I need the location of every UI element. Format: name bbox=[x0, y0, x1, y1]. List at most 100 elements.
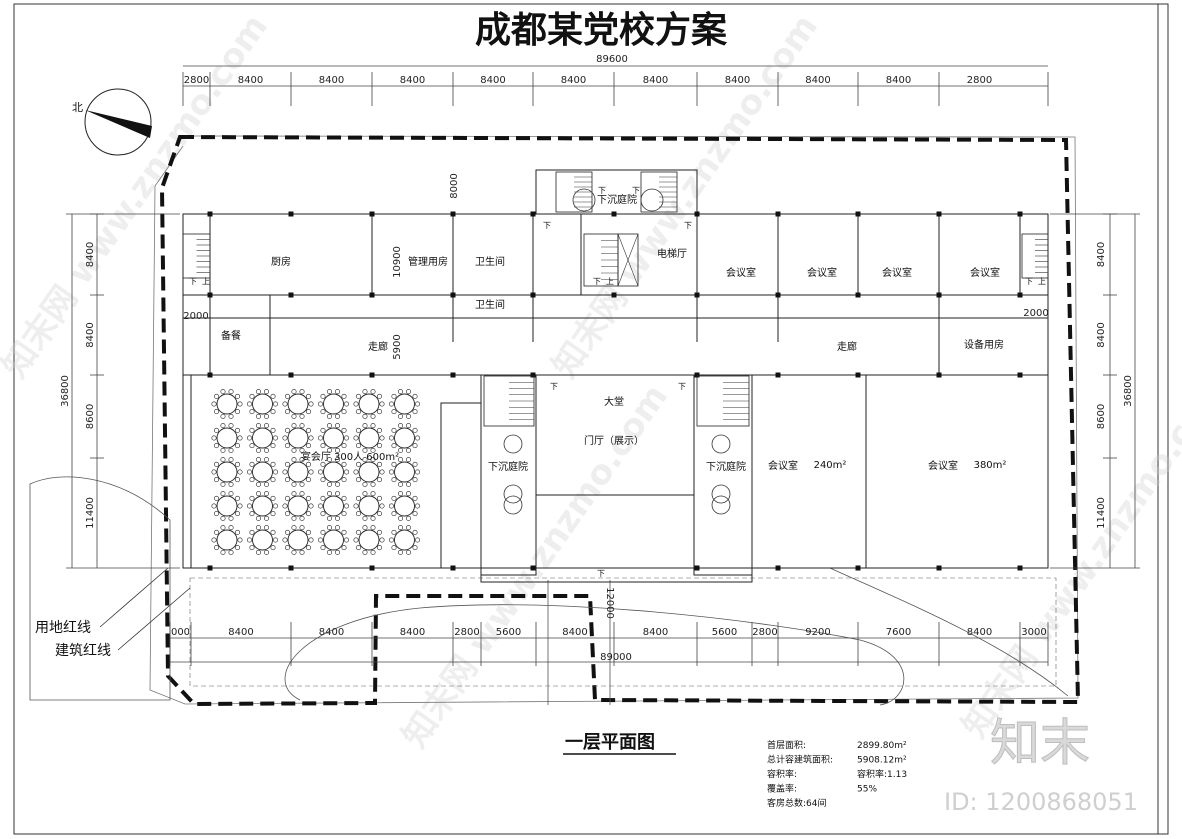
dimension-label: 2800 bbox=[967, 75, 992, 86]
round-table bbox=[247, 525, 278, 555]
stat-label: 总计容建筑面积: bbox=[767, 754, 833, 766]
round-table bbox=[282, 389, 314, 419]
structural-column bbox=[207, 211, 213, 217]
dimension-north-courtyard: 8000 bbox=[449, 173, 460, 198]
dimension-label: 8400 bbox=[561, 75, 586, 86]
room-area-240: 240m² bbox=[814, 460, 847, 471]
round-table bbox=[211, 525, 243, 555]
room-label-sunken-court: 下沉庭院 bbox=[488, 460, 528, 473]
round-table bbox=[247, 491, 278, 521]
structural-column bbox=[450, 565, 456, 571]
dimension-label: 5600 bbox=[496, 627, 521, 638]
dimension-label: 8400 bbox=[1096, 322, 1107, 347]
left-dimension-labels: 8400 8400 8600 11400 36800 bbox=[60, 213, 104, 529]
stat-label: 容积率: bbox=[767, 768, 797, 780]
stair-markers: 下 下 下 下 下 下 下 下 下 上 上 上 下 bbox=[189, 186, 1046, 578]
dimension-label: 3000 bbox=[1021, 627, 1046, 638]
structural-column bbox=[1017, 211, 1023, 217]
room-label-lobby: 大堂 bbox=[604, 395, 624, 408]
structural-column bbox=[288, 292, 294, 298]
dimension-total-left: 36800 bbox=[60, 375, 71, 407]
structural-column bbox=[1017, 372, 1023, 378]
round-table bbox=[353, 491, 385, 521]
structural-column bbox=[530, 565, 536, 571]
round-table bbox=[247, 457, 278, 487]
watermark-text: 知末网 www.znzmo.com bbox=[0, 7, 276, 385]
room-label-prep: 备餐 bbox=[221, 329, 241, 342]
room-area-380: 380m² bbox=[974, 460, 1007, 471]
round-table bbox=[247, 389, 278, 419]
plan-caption: 一层平面图 bbox=[565, 732, 655, 753]
dimension-label: 7600 bbox=[886, 627, 911, 638]
structural-column bbox=[855, 565, 861, 571]
round-table bbox=[282, 525, 314, 555]
stat-value: 2899.80m² bbox=[857, 741, 907, 751]
round-table bbox=[388, 457, 420, 487]
dimension-entrance: 12000 bbox=[604, 587, 615, 619]
room-label-corridor: 走廊 bbox=[837, 340, 857, 353]
dimension-label: 8600 bbox=[85, 404, 96, 429]
dimension-label: 000 bbox=[171, 627, 190, 638]
left-dimensions bbox=[66, 213, 180, 569]
round-table bbox=[317, 491, 349, 521]
dimension-label: 8400 bbox=[562, 627, 587, 638]
round-table bbox=[247, 423, 278, 453]
site-curve bbox=[284, 604, 905, 706]
room-label-sunken-court-north: 下沉庭院 bbox=[597, 193, 637, 206]
structural-column bbox=[450, 372, 456, 378]
dimension-corridor-depth: 5900 bbox=[392, 334, 403, 359]
room-label-banquet: 宴会厅 300人 600m² bbox=[301, 450, 399, 463]
dimension-total-right: 36800 bbox=[1123, 375, 1134, 407]
room-label-toilet: 卫生间 bbox=[475, 255, 505, 268]
round-table bbox=[282, 491, 314, 521]
room-label-elevator-hall: 电梯厅 bbox=[657, 247, 687, 260]
round-table bbox=[317, 423, 349, 453]
building-redline bbox=[159, 134, 1081, 707]
structural-column bbox=[775, 565, 781, 571]
legend-leader bbox=[99, 567, 169, 628]
land-redline bbox=[149, 135, 1079, 705]
dimension-label: 8400 bbox=[643, 75, 668, 86]
banquet-tables bbox=[211, 389, 420, 555]
dimension-label: 2800 bbox=[454, 627, 479, 638]
dimension-label: 11400 bbox=[1096, 497, 1107, 529]
structural-column bbox=[1017, 565, 1023, 571]
structural-column bbox=[288, 211, 294, 217]
room-labels: 下沉庭院 厨房 管理用房 卫生间 卫生间 电梯厅 会议室 会议室 会议室 会议室… bbox=[221, 193, 1006, 473]
round-table bbox=[388, 389, 420, 419]
room-label-meeting: 会议室 bbox=[726, 266, 756, 279]
dimension-label: 8400 bbox=[85, 242, 96, 267]
dimension-washroom: 10900 bbox=[392, 246, 403, 278]
north-label: 北 bbox=[72, 101, 83, 114]
dimension-corridor-right: 2000 bbox=[1023, 308, 1048, 319]
round-table bbox=[211, 457, 243, 487]
room-label-meeting: 会议室 bbox=[882, 266, 912, 279]
stat-value: 容积率:1.13 bbox=[857, 768, 907, 780]
dimension-label: 8400 bbox=[400, 75, 425, 86]
stair-down-label: 下 bbox=[593, 277, 601, 286]
stair-down-label: 下 bbox=[543, 221, 551, 230]
room-label-equipment: 设备用房 bbox=[964, 338, 1004, 351]
structural-column bbox=[775, 211, 781, 217]
area-statistics: 首层面积:2899.80m²总计容建筑面积:5908.12m²容积率:容积率:1… bbox=[767, 739, 907, 809]
structural-column bbox=[855, 211, 861, 217]
stat-value: 55% bbox=[857, 785, 877, 795]
round-table bbox=[353, 423, 385, 453]
stat-label: 客房总数:64间 bbox=[767, 797, 827, 809]
dimension-label: 8400 bbox=[85, 322, 96, 347]
courtyard-features bbox=[503, 188, 731, 515]
stair-up-label: 上 bbox=[606, 277, 614, 286]
structural-column bbox=[450, 292, 456, 298]
structural-column bbox=[450, 211, 456, 217]
legend-leader bbox=[117, 587, 191, 651]
round-table bbox=[388, 423, 420, 453]
north-arrow: 北 bbox=[72, 88, 152, 156]
structural-column bbox=[611, 292, 617, 298]
structural-column bbox=[207, 292, 213, 298]
dimension-label: 5600 bbox=[712, 627, 737, 638]
watermark-layer: 知末网 www.znzmo.com 知末网 www.znzmo.com 知末网 … bbox=[0, 7, 1182, 755]
dimension-label: 11400 bbox=[85, 497, 96, 529]
